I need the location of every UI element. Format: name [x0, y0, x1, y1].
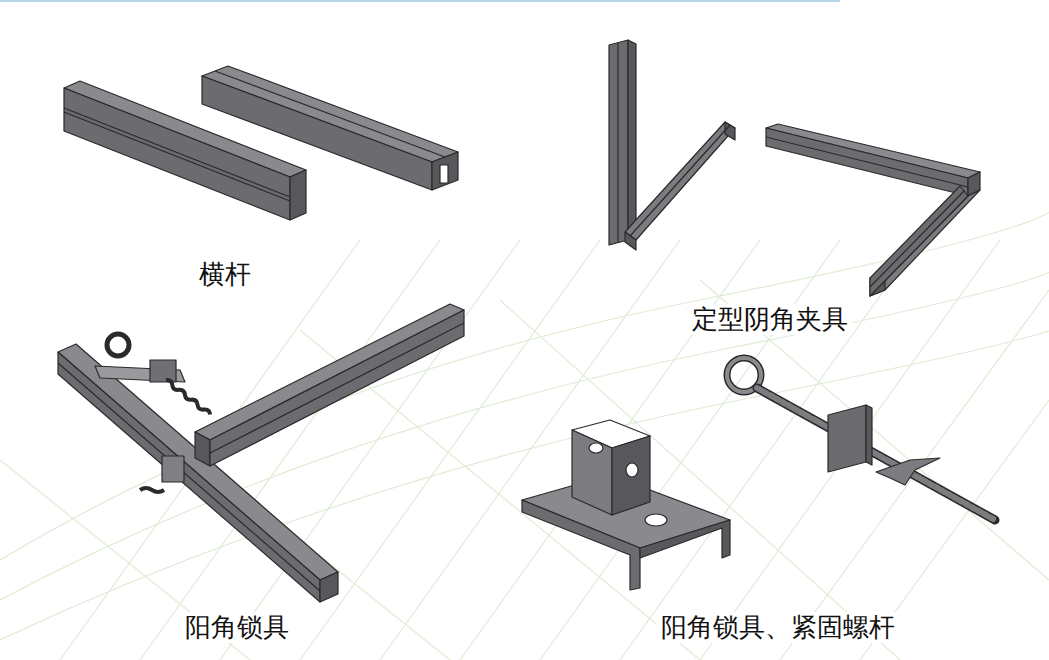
top-rule — [0, 0, 840, 2]
caption-label: 定型阴角夹具 — [688, 304, 852, 335]
lock-bracket — [522, 420, 730, 590]
caption-label: 阳角锁具、紧固螺杆 — [657, 612, 899, 643]
crossbar-right — [202, 66, 458, 190]
fastening-screw — [727, 358, 995, 520]
caption-label: 阳角锁具 — [181, 612, 293, 643]
caption-label: 横杆 — [195, 259, 255, 290]
outer-corner-lock — [58, 304, 464, 602]
inner-corner-clamp-v — [609, 40, 735, 250]
inner-corner-clamp-l — [766, 124, 980, 296]
